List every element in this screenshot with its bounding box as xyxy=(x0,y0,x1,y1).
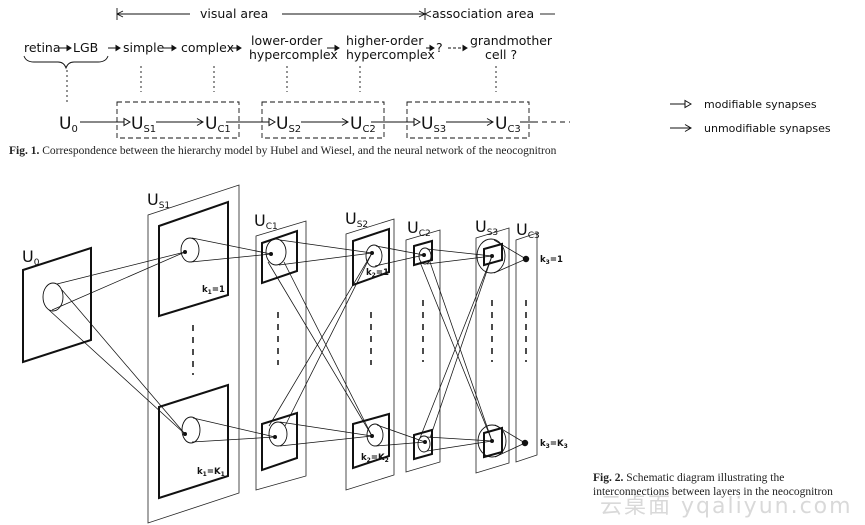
plane-uc1-bottom xyxy=(261,411,298,472)
association-area-label: association area xyxy=(432,6,534,21)
plane-us1-bottom xyxy=(158,383,229,500)
rf-us2-top xyxy=(365,244,383,268)
visual-area-label: visual area xyxy=(200,6,268,21)
stage-box-1 xyxy=(116,101,240,139)
frame-uc1 xyxy=(255,220,307,491)
fig1-layer-us1: US1 xyxy=(131,114,156,135)
cell-planes xyxy=(158,200,503,500)
plane-us1-top xyxy=(158,200,229,318)
fig1-legend: modifiable synapses unmodifiable synapse… xyxy=(670,98,831,135)
hierarchy-simple: simple xyxy=(123,40,165,55)
fig1-layer-u0: U0 xyxy=(59,114,78,135)
frame-us1 xyxy=(147,184,240,524)
rf-uc2-bottom xyxy=(417,435,431,453)
hierarchy-grandmother: grandmother xyxy=(470,33,553,48)
fig1-diagram: visual area association area retina LGB … xyxy=(23,6,831,139)
line-arrow-icon xyxy=(670,124,692,132)
fig1-layer-us2: US2 xyxy=(276,114,301,135)
watermark: 云桌面 yqaliyun.com xyxy=(600,494,853,519)
fig2-layer-uc2: UC2 xyxy=(407,218,431,239)
rf-uc1-top xyxy=(265,238,287,266)
hierarchy-lower-hypercomplex: hypercomplex xyxy=(249,47,338,62)
plane-label-k1-K1: k1=K1 xyxy=(197,467,225,478)
visual-area-span xyxy=(116,8,555,20)
hierarchy-row: retina LGB simple complex lower-order hy… xyxy=(24,33,553,62)
plane-uc2-bottom xyxy=(413,428,433,461)
legend-modifiable-label: modifiable synapses xyxy=(704,98,817,111)
fig1-layer-uc1: UC1 xyxy=(205,114,231,135)
rf-us3-bottom xyxy=(477,424,507,458)
stage-box-3 xyxy=(406,101,530,139)
retina-lgb-brace xyxy=(23,55,109,70)
plane-label-k2-K2: k2=K2 xyxy=(361,453,389,464)
rf-us1-bottom xyxy=(181,416,201,444)
plane-u0 xyxy=(22,246,92,364)
fig1-layer-uc2: UC2 xyxy=(350,114,376,135)
fig1-caption-label: Fig. 1. xyxy=(9,145,40,157)
hierarchy-lgb: LGB xyxy=(73,40,98,55)
fig1-connections xyxy=(80,117,570,127)
rf-uc1-bottom xyxy=(268,421,288,447)
plane-label-k3-K3: k3=K3 xyxy=(540,439,568,450)
fig1-layer-uc3: UC3 xyxy=(495,114,521,135)
correspondence-lines xyxy=(66,66,497,103)
plane-label-k2-1: k2=1 xyxy=(366,268,389,279)
plane-label-k3-1: k3=1 xyxy=(540,255,563,266)
plane-us2-top xyxy=(352,227,390,287)
fig1-caption: Fig. 1. Correspondence between the hiera… xyxy=(9,145,556,157)
legend-unmodifiable-label: unmodifiable synapses xyxy=(704,122,831,135)
plane-labels: k1=1 k1=K1 k2=1 k2=K2 k3=1 k3=K3 xyxy=(197,255,568,478)
hierarchy-unknown: ? xyxy=(436,40,443,55)
rf-us3-top xyxy=(476,238,506,274)
hierarchy-complex: complex xyxy=(181,40,234,55)
stage-boxes xyxy=(116,101,530,139)
hierarchy-higher-order: higher-order xyxy=(346,33,424,48)
fig2-layer-us1: US1 xyxy=(147,190,170,211)
plane-label-k1-1: k1=1 xyxy=(202,285,225,296)
interconnections xyxy=(48,237,527,458)
plane-uc1-top xyxy=(261,229,298,285)
hierarchy-cell: cell ? xyxy=(485,47,517,62)
fig1-caption-text: Correspondence between the hierarchy mod… xyxy=(42,145,557,157)
frame-uc3 xyxy=(515,232,538,463)
open-arrow-icon xyxy=(670,99,692,109)
fig2-layer-us2: US2 xyxy=(345,209,368,230)
fig2-diagram: U0 US1 UC1 US2 UC2 US3 UC3 k1=1 k1=K1 k2… xyxy=(22,184,568,524)
plane-uc2-top xyxy=(413,239,433,267)
stage-box-2 xyxy=(261,101,385,139)
fig1-layer-labels: U0 US1 UC1 US2 UC2 US3 UC3 xyxy=(59,114,521,135)
fig2-layer-us3: US3 xyxy=(475,217,498,238)
fig2-layer-uc1: UC1 xyxy=(254,211,278,232)
ellipsis-markers xyxy=(192,300,527,375)
fig2-caption-text: Schematic diagram illustrating the inter… xyxy=(593,472,833,498)
hierarchy-lower-order: lower-order xyxy=(251,33,323,48)
fig2-caption: Fig. 2. Schematic diagram illustrating t… xyxy=(593,472,848,499)
rf-u0 xyxy=(42,282,64,312)
rf-us1-top xyxy=(180,237,200,263)
receptive-fields xyxy=(42,237,507,458)
fig2-layer-u0: U0 xyxy=(22,247,40,268)
fig1-layer-us3: US3 xyxy=(421,114,446,135)
fig2-layer-uc3: UC3 xyxy=(516,220,540,241)
plane-us2-bottom xyxy=(352,412,390,470)
hierarchy-higher-hypercomplex: hypercomplex xyxy=(346,47,435,62)
fig2-layer-labels: U0 US1 UC1 US2 UC2 US3 UC3 xyxy=(22,190,540,268)
frame-us2 xyxy=(345,218,395,491)
fig2-caption-label: Fig. 2. xyxy=(593,472,624,484)
frame-uc2 xyxy=(405,229,441,473)
hierarchy-arrows xyxy=(59,44,468,52)
rf-us2-bottom xyxy=(366,423,384,447)
plane-us3-top xyxy=(483,242,503,267)
hierarchy-retina: retina xyxy=(24,40,61,55)
